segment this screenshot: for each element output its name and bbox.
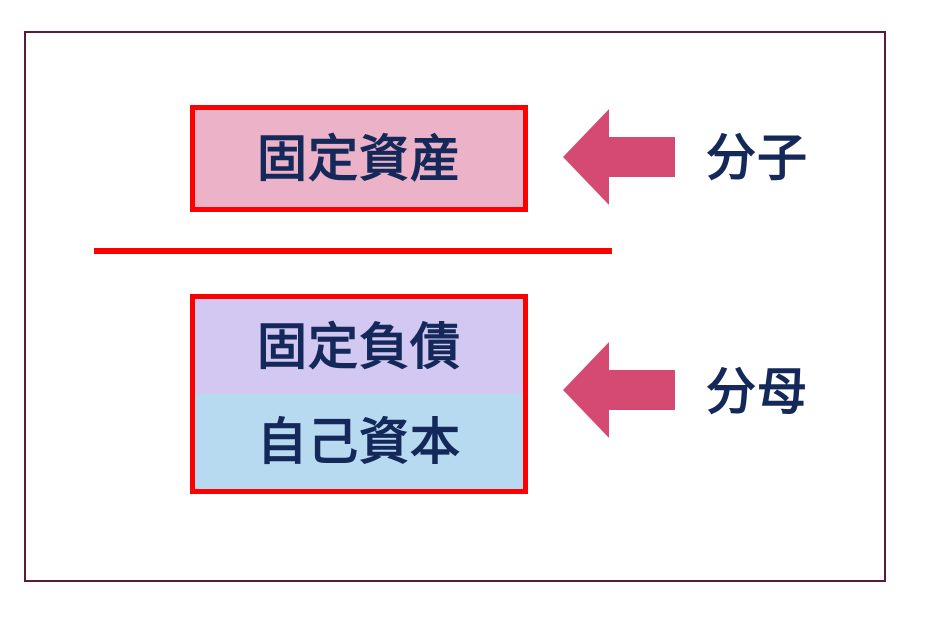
- denominator-term-liabilities: 固定負債: [257, 317, 461, 376]
- denominator-label: 分母: [706, 363, 808, 421]
- fraction-line: [94, 248, 612, 254]
- numerator-box: 固定資産: [190, 105, 528, 212]
- denominator-cell-equity: 自己資本: [195, 394, 523, 489]
- numerator-term: 固定資産: [257, 129, 461, 188]
- numerator-label: 分子: [706, 129, 808, 187]
- arrow-left-icon: [563, 342, 675, 438]
- arrow-left-icon: [563, 109, 675, 205]
- denominator-box: 固定負債 自己資本: [190, 294, 528, 494]
- denominator-term-equity: 自己資本: [257, 412, 461, 471]
- denominator-cell-liabilities: 固定負債: [195, 299, 523, 394]
